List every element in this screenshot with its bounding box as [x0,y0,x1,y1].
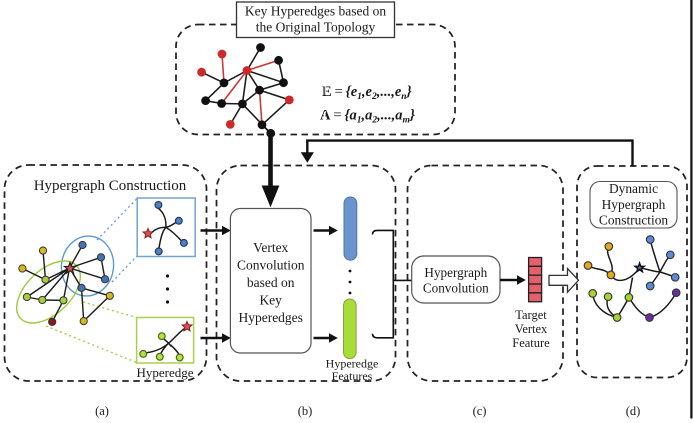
svg-text:Key: Key [259,293,282,308]
svg-text:Hypergraph: Hypergraph [602,197,666,212]
svg-text:(b): (b) [298,404,313,418]
svg-text:Convolution: Convolution [423,280,489,295]
svg-text:Feature: Feature [512,336,550,350]
svg-text:Hypergraph: Hypergraph [424,265,487,280]
svg-text:Construction: Construction [599,213,668,228]
svg-text:Features: Features [332,369,373,383]
svg-text:Target: Target [515,308,547,322]
svg-text:(a): (a) [95,404,109,418]
svg-text:Key Hyperedges based on: Key Hyperedges based on [245,4,387,19]
svg-text:Hyperedge: Hyperedge [136,365,193,380]
svg-text:Vertex: Vertex [515,322,548,336]
svg-text:A = {a1,a2,...,am}: A = {a1,a2,...,am} [320,108,415,126]
svg-text:Hyperedge: Hyperedge [326,357,379,371]
svg-text:the Original Topology: the Original Topology [256,20,376,35]
svg-text:(d): (d) [626,404,641,418]
svg-text:Convolution: Convolution [237,258,305,273]
svg-text:E = {e1,e2,...,en}: E = {e1,e2,...,en} [322,84,412,102]
svg-text:Vertex: Vertex [253,240,288,255]
svg-text:Hypergraph Construction: Hypergraph Construction [34,178,187,194]
svg-text:(c): (c) [473,404,487,418]
svg-text:Hyperedges: Hyperedges [238,310,302,325]
svg-text:based on: based on [247,275,295,290]
svg-text:Dynamic: Dynamic [609,181,658,196]
